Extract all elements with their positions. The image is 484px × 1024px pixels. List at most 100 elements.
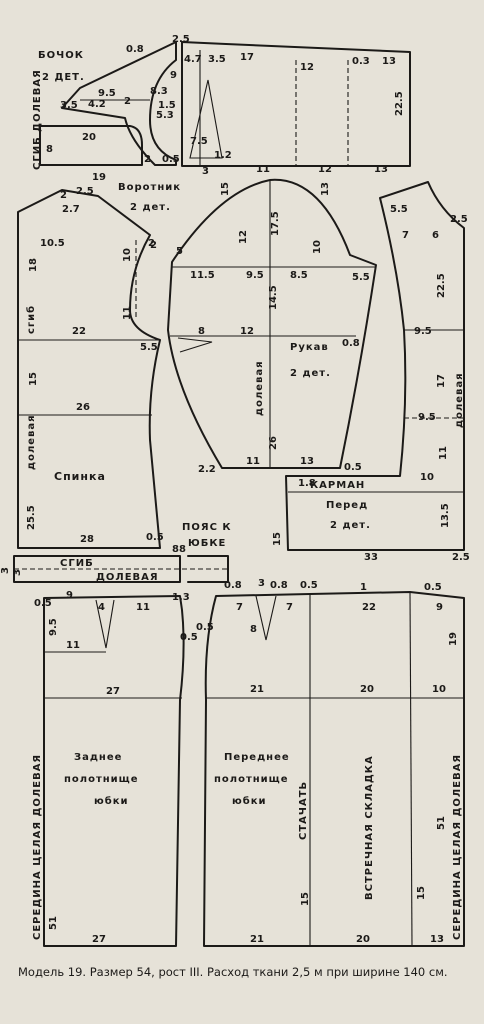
m: 4: [98, 602, 105, 613]
m: 5: [176, 246, 183, 257]
m: 3: [258, 578, 265, 589]
rukav-piece: 15 13 17.5 12 10 5 11.5 9.5 8.5 5.5 14.5…: [150, 178, 377, 475]
m: 17: [436, 374, 447, 388]
m: 15: [416, 886, 427, 900]
m: 2: [148, 238, 155, 249]
m: 8: [250, 624, 257, 635]
m: 14.5: [268, 285, 279, 310]
poyas-fold: СГИБ: [60, 558, 94, 569]
m: 10: [122, 248, 133, 262]
m: 22: [362, 602, 376, 613]
m: 15: [272, 532, 283, 546]
m: 11: [66, 640, 80, 651]
m: 22.5: [436, 273, 447, 298]
m: 1.2: [214, 150, 232, 161]
poyas-label: ПОЯС К: [182, 522, 232, 533]
bochok-fold: СГИБ ДОЛЕВАЯ: [32, 69, 43, 170]
m: 18: [28, 258, 39, 272]
front-skirt-side: СЕРЕДИНА ЦЕЛАЯ ДОЛЕВАЯ: [452, 754, 463, 940]
front-skirt-stitch: СТАЧАТЬ: [298, 781, 309, 840]
m: 13: [430, 934, 444, 945]
poyas-label2: ЮБКЕ: [188, 538, 226, 549]
m: 0.8: [224, 580, 242, 591]
m: 11.5: [190, 270, 215, 281]
m: 13: [320, 182, 331, 196]
spinka-piece: 2 2.5 2.7 10.5 18 10 2 11 22 5.5 15 26 2…: [17, 186, 164, 549]
m: 11: [438, 446, 449, 460]
m: 0.5: [196, 622, 214, 633]
m: 9: [436, 602, 443, 613]
m: 88: [172, 544, 186, 555]
m: 1.3: [172, 592, 190, 603]
m: 9: [170, 70, 177, 81]
m: 3: [12, 569, 23, 576]
m: 1.8: [298, 478, 316, 489]
vorotnik-label: Воротник: [118, 182, 181, 193]
m: 51: [436, 816, 447, 830]
m: 12: [300, 62, 314, 73]
m: 8: [46, 144, 53, 155]
m: 2.7: [62, 204, 80, 215]
m: 8: [198, 326, 205, 337]
m: 2.5: [76, 186, 94, 197]
rukav-count: 2 дет.: [290, 368, 331, 379]
m: 28: [80, 534, 94, 545]
m: 2: [124, 96, 131, 107]
m: 5.3: [156, 110, 174, 121]
m: 0.5: [424, 582, 442, 593]
vorotnik-count: 2 дет.: [130, 202, 171, 213]
m: 33: [364, 552, 378, 563]
m: 2.5: [452, 552, 470, 563]
m: 10: [312, 240, 323, 254]
pered-count: 2 дет.: [330, 520, 371, 531]
m: 2.5: [172, 34, 190, 45]
m: 8.5: [290, 270, 308, 281]
front-skirt-line1: Переднее: [224, 752, 290, 763]
m: 2: [150, 240, 157, 251]
caption: Модель 19. Размер 54, рост III. Расход т…: [18, 965, 448, 979]
bochok-count: 2 ДЕТ.: [42, 72, 85, 83]
m: 26: [76, 402, 90, 413]
back-skirt-piece: 0.5 9 4 11 1.3 9.5 11 0.5 27 27 51 Задне…: [32, 590, 198, 947]
m: 15: [28, 372, 39, 386]
m: 10: [432, 684, 446, 695]
back-skirt-side: СЕРЕДИНА ЦЕЛАЯ ДОЛЕВАЯ: [32, 754, 43, 940]
m: 3.5: [60, 100, 78, 111]
m: 0.5: [344, 462, 362, 473]
m: 7.5: [190, 136, 208, 147]
m: 9.5: [98, 88, 116, 99]
m: 10.5: [40, 238, 65, 249]
m: 21: [250, 934, 264, 945]
m: 0.5: [34, 598, 52, 609]
m: 0.8: [270, 580, 288, 591]
m: 11: [136, 602, 150, 613]
m: 9.5: [418, 412, 436, 423]
rukav-label: Рукав: [290, 342, 329, 353]
pered-grain: долевая: [454, 372, 465, 428]
m: 2.5: [450, 214, 468, 225]
m: 11: [246, 456, 260, 467]
m: 21: [250, 684, 264, 695]
m: 9.5: [246, 270, 264, 281]
pered-piece: 5.5 2.5 7 6 22.5 9.5 17 9.5 11 10 13.5 1…: [272, 181, 470, 563]
back-skirt-line3: юбки: [94, 795, 129, 807]
m: 19: [448, 632, 459, 646]
m: 9: [66, 590, 73, 601]
m: 2: [144, 154, 151, 165]
m: 51: [48, 916, 59, 930]
m: 11: [122, 306, 133, 320]
front-skirt-piece: 0.8 3 0.8 0.5 1 0.5 7 7 22 9 8 0.5 19 21…: [196, 578, 465, 947]
m: 12: [240, 326, 254, 337]
m: 13: [300, 456, 314, 467]
m: 7: [402, 230, 409, 241]
m: 0.5: [180, 632, 198, 643]
m: 7: [286, 602, 293, 613]
m: 13: [382, 56, 396, 67]
m: 0.3: [352, 56, 370, 67]
m: 26: [268, 436, 279, 450]
m: 9.5: [414, 326, 432, 337]
pered-label: Перед: [326, 500, 368, 511]
front-skirt-line2: полотнище: [214, 774, 289, 785]
poyas-grain: ДОЛЕВАЯ: [96, 572, 159, 583]
